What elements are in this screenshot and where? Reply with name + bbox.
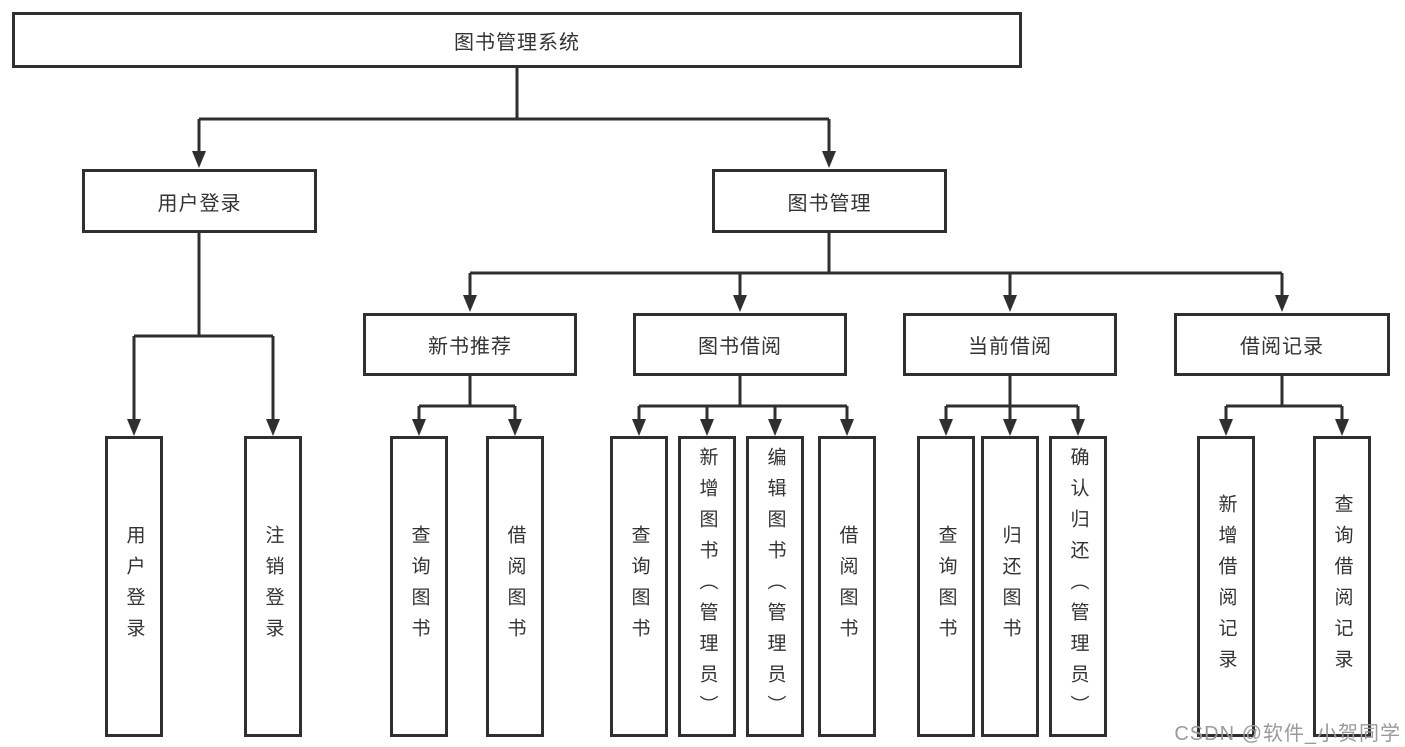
leaf-recommend-query-books: 查询图书: [390, 436, 448, 737]
leaf-borrowing-edit-books-admin: 编辑图书（管理员）: [746, 436, 804, 737]
leaf-logout: 注销登录: [244, 436, 302, 737]
leaf-current-confirm-return-admin: 确认归还（管理员）: [1049, 436, 1107, 737]
leaf-recommend-query-books-label: 查询图书: [408, 524, 430, 649]
node-book-borrowing: 图书借阅: [633, 313, 847, 376]
leaf-current-return-books: 归还图书: [981, 436, 1039, 737]
node-book-management-label: 图书管理: [787, 192, 872, 215]
node-current-borrowing: 当前借阅: [903, 313, 1117, 376]
node-current-borrowing-label: 当前借阅: [968, 336, 1052, 358]
leaf-records-query-record-label: 查询借阅记录: [1331, 493, 1353, 680]
node-borrowing-records: 借阅记录: [1174, 313, 1390, 376]
node-book-management: 图书管理: [712, 169, 947, 233]
node-borrowing-records-label: 借阅记录: [1240, 336, 1324, 358]
leaf-borrowing-add-books-admin: 新增图书（管理员）: [678, 436, 736, 737]
leaf-user-login: 用户登录: [105, 436, 163, 737]
leaf-recommend-borrow-books-label: 借阅图书: [504, 524, 526, 649]
leaf-current-return-books-label: 归还图书: [999, 524, 1021, 649]
leaf-user-login-label: 用户登录: [123, 524, 145, 649]
node-user-login: 用户登录: [82, 169, 317, 233]
leaf-borrowing-add-books-admin-label: 新增图书（管理员）: [696, 447, 718, 726]
leaf-borrowing-borrow-books: 借阅图书: [818, 436, 876, 737]
leaf-records-add-record: 新增借阅记录: [1197, 436, 1255, 737]
leaf-recommend-borrow-books: 借阅图书: [486, 436, 544, 737]
node-book-borrowing-label: 图书借阅: [698, 336, 782, 358]
leaf-records-query-record: 查询借阅记录: [1313, 436, 1371, 737]
node-root-label: 图书管理系统: [454, 31, 580, 54]
leaf-borrowing-query-books: 查询图书: [610, 436, 668, 737]
leaf-logout-label: 注销登录: [262, 524, 284, 649]
leaf-records-add-record-label: 新增借阅记录: [1215, 493, 1237, 680]
node-user-login-label: 用户登录: [157, 192, 242, 215]
node-root: 图书管理系统: [12, 12, 1022, 68]
leaf-current-query-books-label: 查询图书: [935, 524, 957, 649]
leaf-current-confirm-return-admin-label: 确认归还（管理员）: [1067, 447, 1089, 726]
leaf-borrowing-query-books-label: 查询图书: [628, 524, 650, 649]
leaf-borrowing-borrow-books-label: 借阅图书: [836, 524, 858, 649]
leaf-current-query-books: 查询图书: [917, 436, 975, 737]
node-new-book-recommend: 新书推荐: [363, 313, 577, 376]
node-new-book-recommend-label: 新书推荐: [428, 336, 512, 358]
watermark: CSDN @软件_小贺同学: [1174, 723, 1401, 745]
leaf-borrowing-edit-books-admin-label: 编辑图书（管理员）: [764, 447, 786, 726]
